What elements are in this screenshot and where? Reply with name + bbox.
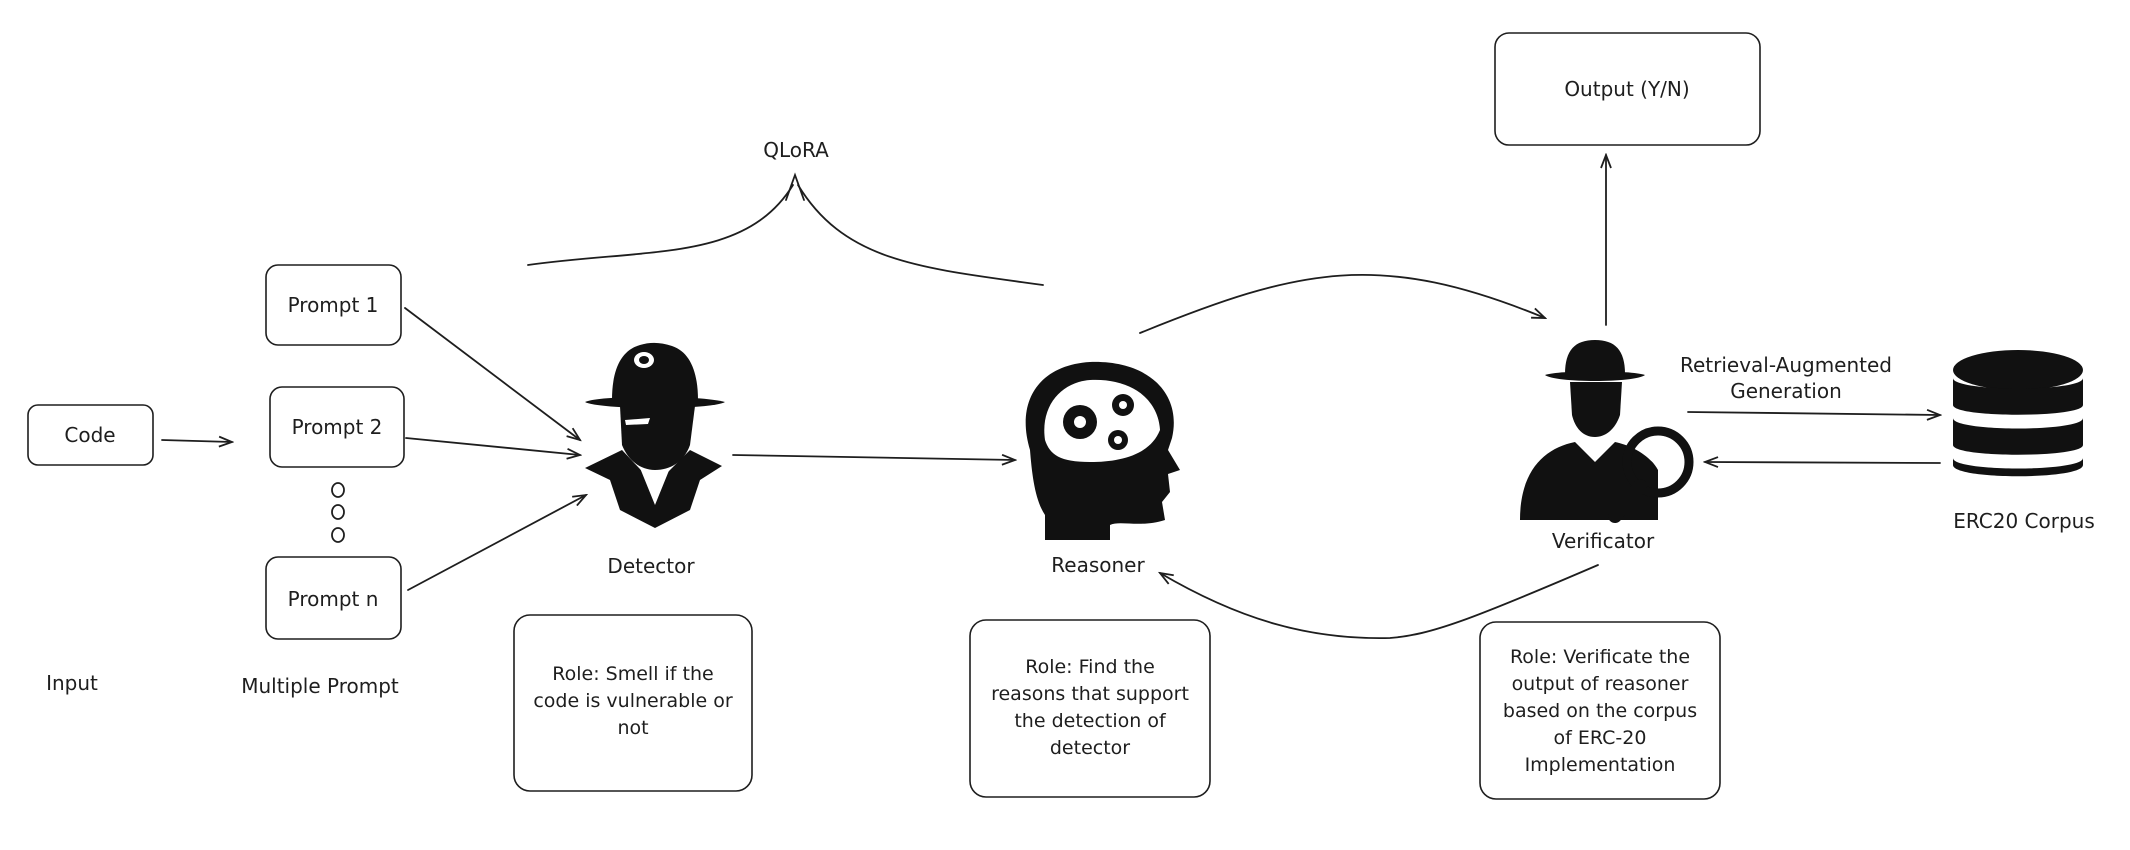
- verificator-to-corpus-arrow: [1687, 412, 1940, 415]
- reasoner-to-verificator-arrow: [1139, 273, 1545, 334]
- detective-icon: [585, 342, 725, 528]
- output-node[interactable]: Output (Y/N): [1494, 32, 1761, 146]
- code-label: Code: [64, 423, 115, 447]
- verificator-role-line-0: Role: Verificate the: [1510, 646, 1690, 668]
- prompt-2-node[interactable]: Prompt 2: [269, 386, 405, 468]
- qlora-arrowhead: [785, 172, 805, 201]
- prompt1-to-detector-arrow: [404, 307, 580, 440]
- qlora-brace-right: [797, 184, 1044, 286]
- reasoner-role-line-2: the detection of: [1014, 710, 1167, 732]
- detector-role-line-0: Role: Smell if the: [552, 663, 713, 685]
- corpus-label: ERC20 Corpus: [1953, 509, 2095, 533]
- reasoner-role-line-1: reasons that support: [991, 683, 1189, 705]
- verificator-role-box: Role: Verificate the output of reasoner …: [1479, 621, 1721, 800]
- code-node[interactable]: Code: [27, 404, 154, 466]
- detective-magnifier-icon: [1520, 340, 1694, 523]
- qlora-brace-left: [527, 184, 794, 266]
- verificator-label: Verificator: [1552, 529, 1655, 553]
- prompt-1-node[interactable]: Prompt 1: [265, 264, 402, 346]
- prompt2-to-detector-arrow: [405, 437, 580, 455]
- promptn-to-detector-arrow: [407, 495, 586, 591]
- output-label: Output (Y/N): [1564, 77, 1689, 101]
- detector-role-line-1: code is vulnerable or: [533, 690, 733, 712]
- multiple-prompt-label: Multiple Prompt: [241, 674, 399, 698]
- detector-role-line-2: not: [617, 717, 648, 739]
- verificator-role-line-4: Implementation: [1525, 754, 1676, 776]
- reasoner-role-line-3: detector: [1050, 737, 1130, 759]
- database-icon: [1953, 350, 2083, 477]
- verificator-role-line-1: output of reasoner: [1512, 673, 1689, 695]
- verificator-role-line-3: of ERC-20: [1554, 727, 1647, 749]
- detector-label: Detector: [607, 554, 695, 578]
- code-to-prompts-arrow: [161, 440, 232, 442]
- corpus-to-verificator-arrow: [1705, 462, 1941, 463]
- qlora-label: QLoRA: [763, 138, 829, 162]
- reasoner-role-line-0: Role: Find the: [1025, 656, 1155, 678]
- ellipsis-dots: [331, 482, 345, 543]
- prompt-n-node[interactable]: Prompt n: [265, 556, 402, 640]
- rag-label-line1: Retrieval-Augmented: [1680, 353, 1892, 377]
- prompt-2-label: Prompt 2: [292, 415, 383, 439]
- prompt-n-label: Prompt n: [288, 587, 379, 611]
- verificator-to-reasoner-feedback-arrow: [1160, 564, 1599, 640]
- reasoner-role-box: Role: Find the reasons that support the …: [969, 619, 1211, 798]
- prompt-1-label: Prompt 1: [288, 293, 379, 317]
- verificator-role-line-2: based on the corpus: [1503, 700, 1697, 722]
- brain-gears-icon: [1025, 361, 1180, 540]
- input-label: Input: [46, 671, 98, 695]
- reasoner-label: Reasoner: [1051, 553, 1145, 577]
- detector-to-reasoner-arrow: [732, 455, 1015, 460]
- rag-label-line2: Generation: [1730, 379, 1842, 403]
- detector-role-box: Role: Smell if the code is vulnerable or…: [513, 614, 753, 792]
